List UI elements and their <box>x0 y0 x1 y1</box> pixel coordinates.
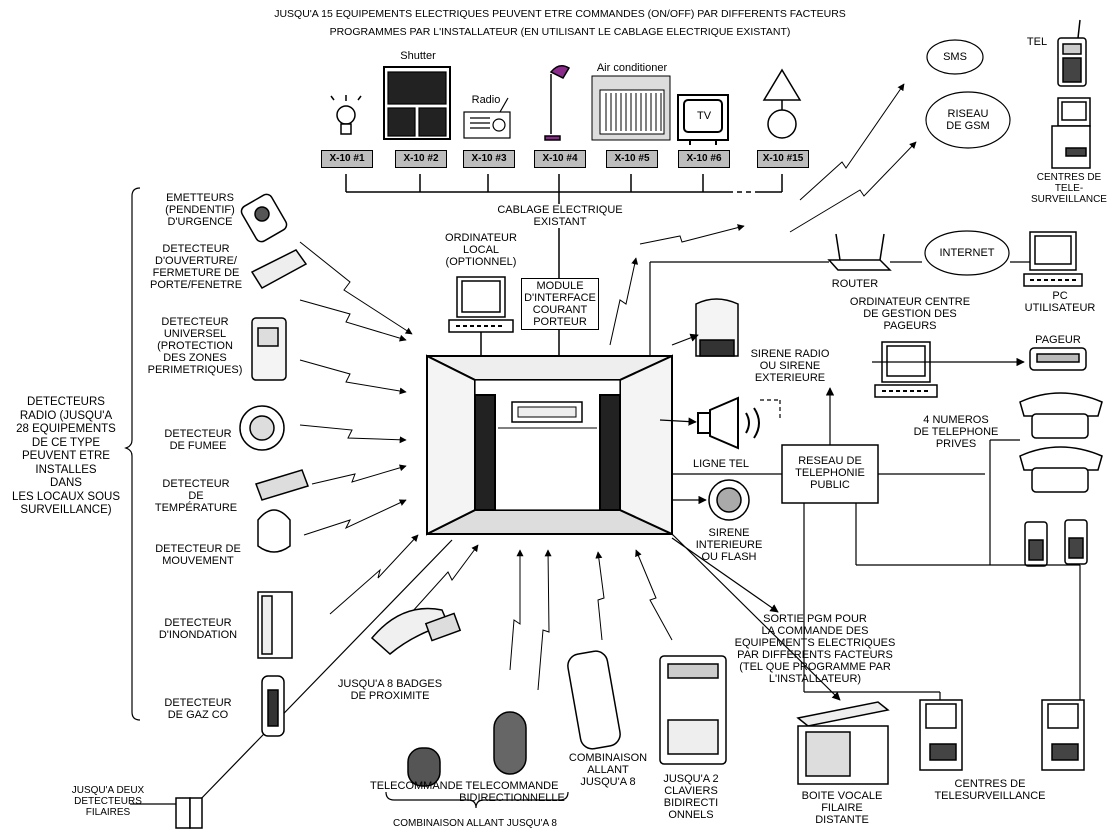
control-panel <box>426 354 673 536</box>
radio-icon <box>463 97 511 139</box>
connection-lines <box>130 261 1081 805</box>
sortie-pgm-label: SORTIE PGM POUR LA COMMANDE DES EQUIPEME… <box>734 613 896 685</box>
pager-icon <box>1029 347 1087 371</box>
local-computer-icon <box>448 276 514 356</box>
numeros-label: 4 NUMEROS DE TELEPHONE PRIVES <box>913 414 999 450</box>
internet-label: INTERNET <box>939 247 995 259</box>
x10-module-1: X-10 #1 <box>321 150 373 168</box>
pc-user-icon <box>1023 231 1083 287</box>
radio-siren-icon <box>695 298 739 357</box>
monitoring-terminals-bottom-icon <box>919 699 1085 771</box>
pageur-label: PAGEUR <box>1035 334 1081 346</box>
sirene-int-label: SIRENE INTERIEURE OU FLASH <box>695 527 763 563</box>
ligne-tel-label: LIGNE TEL <box>692 458 750 470</box>
shutter-icon <box>383 66 451 140</box>
ordinateur-local-label: ORDINATEUR LOCAL (OPTIONNEL) <box>445 232 517 268</box>
pager-center-computer-icon <box>874 341 938 398</box>
wireless-links <box>299 83 917 691</box>
reseau-label: RESEAU DE TELEPHONIE PUBLIC <box>795 455 865 491</box>
tv-icon <box>677 94 729 145</box>
sirene-radio-label: SIRENE RADIO OU SIRENE EXTERIEURE <box>750 348 830 384</box>
gsm-label: RISEAU DE GSM <box>946 108 990 132</box>
detector-icons <box>175 193 309 829</box>
centres-bottom-label: CENTRES DE TELESURVEILLANCE <box>934 778 1046 802</box>
telecommande-label: TELECOMMANDE <box>370 780 463 792</box>
bottom-device-icons <box>370 607 890 787</box>
shutter-label: Shutter <box>400 50 436 62</box>
x10-module-3: X-10 #3 <box>463 150 515 168</box>
temperature-label: DETECTEUR DE TEMPÉRATURE <box>154 478 238 514</box>
desk-phone-icons <box>1019 392 1103 493</box>
phone-network-box <box>781 444 879 504</box>
indoor-siren-icon <box>708 479 750 521</box>
claviers-label: JUSQU'A 2 CLAVIERS BIDIRECTI ONNELS <box>663 773 719 821</box>
tel-label: TEL <box>1026 36 1048 48</box>
floor-lamp-icon <box>544 65 571 141</box>
x10-module-5: X-10 #5 <box>606 150 658 168</box>
badges-label: JUSQU'A 8 BADGES DE PROXIMITE <box>337 678 443 702</box>
gsm-cloud <box>925 91 1011 149</box>
header-line-2: PROGRAMMES PAR L'INSTALLATEUR (EN UTILIS… <box>329 26 791 38</box>
x10-module-4: X-10 #4 <box>534 150 586 168</box>
x10-module-2: X-10 #2 <box>395 150 447 168</box>
filaires-label: JUSQU'A DEUX DETECTEURS FILAIRES <box>71 785 145 818</box>
router-icon <box>827 233 892 271</box>
x10-module-6: X-10 #6 <box>678 150 730 168</box>
combinaison-label: COMBINAISON ALLANT JUSQU'A 8 <box>568 752 648 788</box>
x10-module-15: X-10 #15 <box>757 150 809 168</box>
fumee-label: DETECTEUR DE FUMEE <box>164 428 232 452</box>
radio-label: Radio <box>471 94 501 106</box>
detectors-group-label: DETECTEURS RADIO (JUSQU'A 28 EQUIPEMENTS… <box>11 396 120 516</box>
sms-cloud <box>926 39 984 75</box>
horn-siren-icon <box>697 396 760 450</box>
lamp-bulb-icon <box>330 95 362 135</box>
pageurs-center-label: ORDINATEUR CENTRE DE GESTION DES PAGEURS <box>849 296 971 332</box>
pendant-lamp-icon <box>762 68 802 139</box>
remotes-group-bracket <box>385 791 569 809</box>
air-conditioner-label: Air conditioner <box>596 62 668 74</box>
cablage-label: CABLAGE ELECTRIQUE EXISTANT <box>495 204 625 228</box>
centres-top-label: CENTRES DE TELE- SURVEILLANCE <box>1031 172 1107 205</box>
emetteurs-label: EMETTEURS (PENDENTIF) D'URGENCE <box>165 192 235 228</box>
boite-vocale-label: BOITE VOCALE FILAIRE DISTANTE <box>801 790 883 826</box>
internet-cloud <box>924 230 1010 276</box>
inondation-label: DETECTEUR D'INONDATION <box>158 617 238 641</box>
mobile-phone-icon <box>1057 19 1087 87</box>
ouverture-label: DETECTEUR D'OUVERTURE/ FERMETURE DE PORT… <box>150 243 243 291</box>
mouvement-label: DETECTEUR DE MOUVEMENT <box>155 543 241 567</box>
header-line-1: JUSQU'A 15 EQUIPEMENTS ELECTRIQUES PEUVE… <box>274 8 846 20</box>
telecommande-bidir-label: TELECOMMANDE BIDIRECTIONNELLE <box>459 780 565 804</box>
sms-label: SMS <box>943 51 967 63</box>
pc-user-label: PC UTILISATEUR <box>1024 290 1096 314</box>
module-interface-label: MODULE D'INTERFACE COURANT PORTEUR <box>521 278 599 330</box>
mobile-phones-bottom-icon <box>1024 519 1088 567</box>
tv-label: TV <box>696 110 712 122</box>
combinaison-bottom-label: COMBINAISON ALLANT JUSQU'A 8 <box>393 818 557 829</box>
universel-label: DETECTEUR UNIVERSEL (PROTECTION DES ZONE… <box>147 316 243 376</box>
gaz-label: DETECTEUR DE GAZ CO <box>164 697 232 721</box>
detector-group-bracket <box>124 187 141 721</box>
router-label: ROUTER <box>831 278 879 290</box>
monitoring-terminal-top-icon <box>1051 97 1091 169</box>
